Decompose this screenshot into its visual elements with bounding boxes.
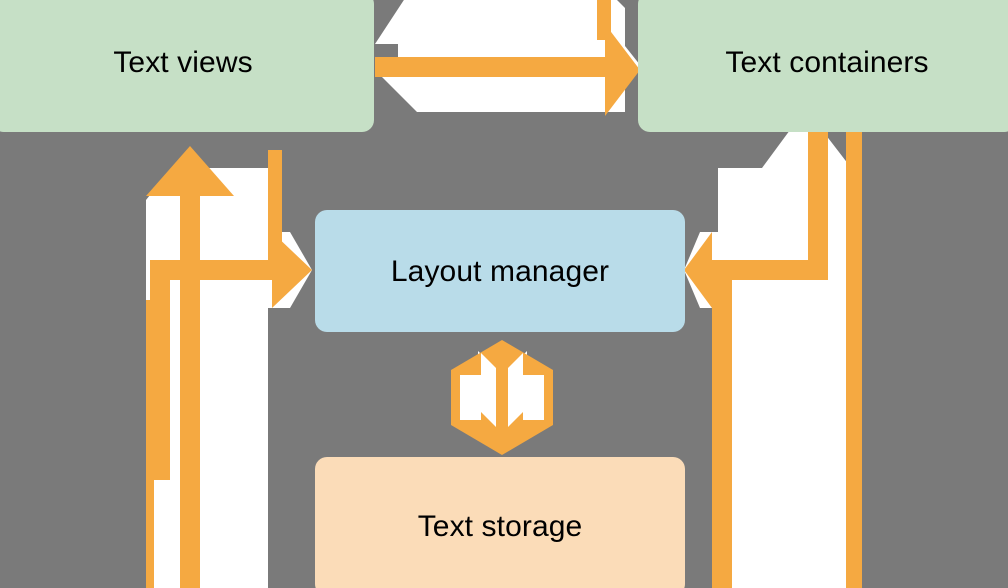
riser-left-outer	[146, 300, 154, 588]
arrow-views-to-containers	[375, 0, 640, 116]
arrow-containers-to-layout	[684, 128, 828, 588]
riser-right-outer	[846, 120, 862, 588]
node-text-storage[interactable]: Text storage	[315, 457, 685, 588]
arrow-layout-storage-bidirectional	[451, 340, 553, 455]
node-text-containers[interactable]: Text containers	[638, 0, 1008, 132]
connector-strokes	[146, 0, 862, 588]
casing-right-riser	[718, 130, 862, 588]
node-layout-manager-label: Layout manager	[390, 254, 610, 288]
node-text-views-label: Text views	[113, 45, 253, 79]
node-layout-manager[interactable]: Layout manager	[315, 210, 685, 332]
casing-views-to-containers	[375, 0, 640, 112]
node-text-containers-label: Text containers	[725, 45, 929, 79]
arrow-views-to-layout	[150, 150, 312, 480]
node-text-views[interactable]: Text views	[0, 0, 374, 132]
node-text-storage-label: Text storage	[417, 510, 583, 543]
